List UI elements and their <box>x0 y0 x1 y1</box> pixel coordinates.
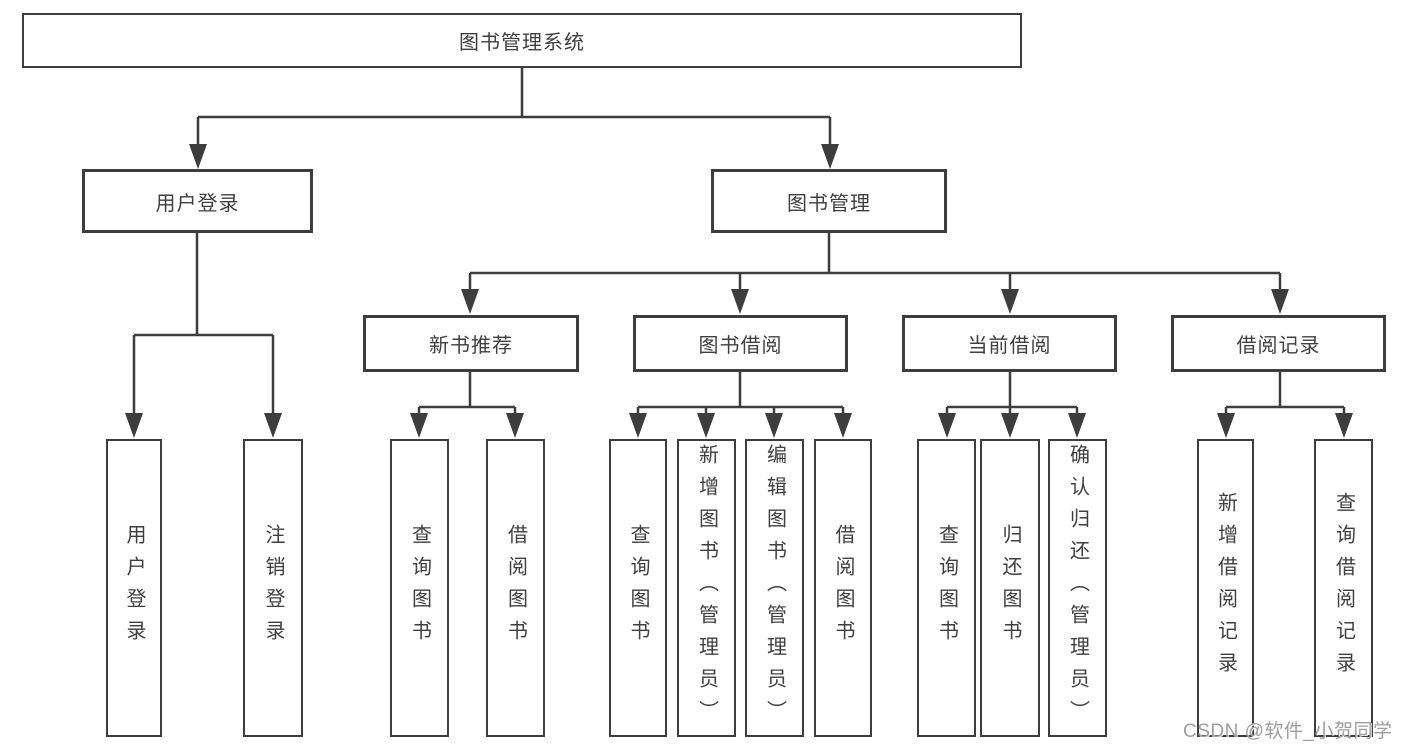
node-current-borrow: 当前借阅 <box>902 315 1117 372</box>
node-book-borrow: 图书借阅 <box>633 315 848 372</box>
connector-arrowheads <box>125 144 1353 438</box>
leaf-return-books: 归还图书 <box>980 439 1040 737</box>
leaf-borrow-books-recommend: 借阅图书 <box>486 439 545 737</box>
leaf-query-books-current: 查询图书 <box>917 439 976 737</box>
leaf-add-books-admin: 新增图书（管理员） <box>677 439 736 737</box>
node-new-book-recommend: 新书推荐 <box>363 315 579 372</box>
leaf-confirm-return-admin: 确认归还（管理员） <box>1048 439 1107 737</box>
node-library-management-system: 图书管理系统 <box>22 13 1022 68</box>
leaf-query-books-recommend: 查询图书 <box>390 439 449 737</box>
leaf-add-borrow-record: 新增借阅记录 <box>1197 439 1254 737</box>
node-user-login: 用户登录 <box>82 169 313 233</box>
leaf-user-login: 用户登录 <box>106 439 162 737</box>
leaf-edit-books-admin: 编辑图书（管理员） <box>745 439 804 737</box>
leaf-logout: 注销登录 <box>243 439 303 737</box>
leaf-query-books-borrow: 查询图书 <box>609 439 667 737</box>
csdn-watermark: CSDN @软件_小贺同学 <box>1183 721 1393 742</box>
leaf-borrow-books: 借阅图书 <box>814 439 872 737</box>
node-borrow-records: 借阅记录 <box>1171 315 1386 372</box>
node-book-management: 图书管理 <box>711 169 947 233</box>
leaf-query-borrow-record: 查询借阅记录 <box>1314 439 1373 737</box>
